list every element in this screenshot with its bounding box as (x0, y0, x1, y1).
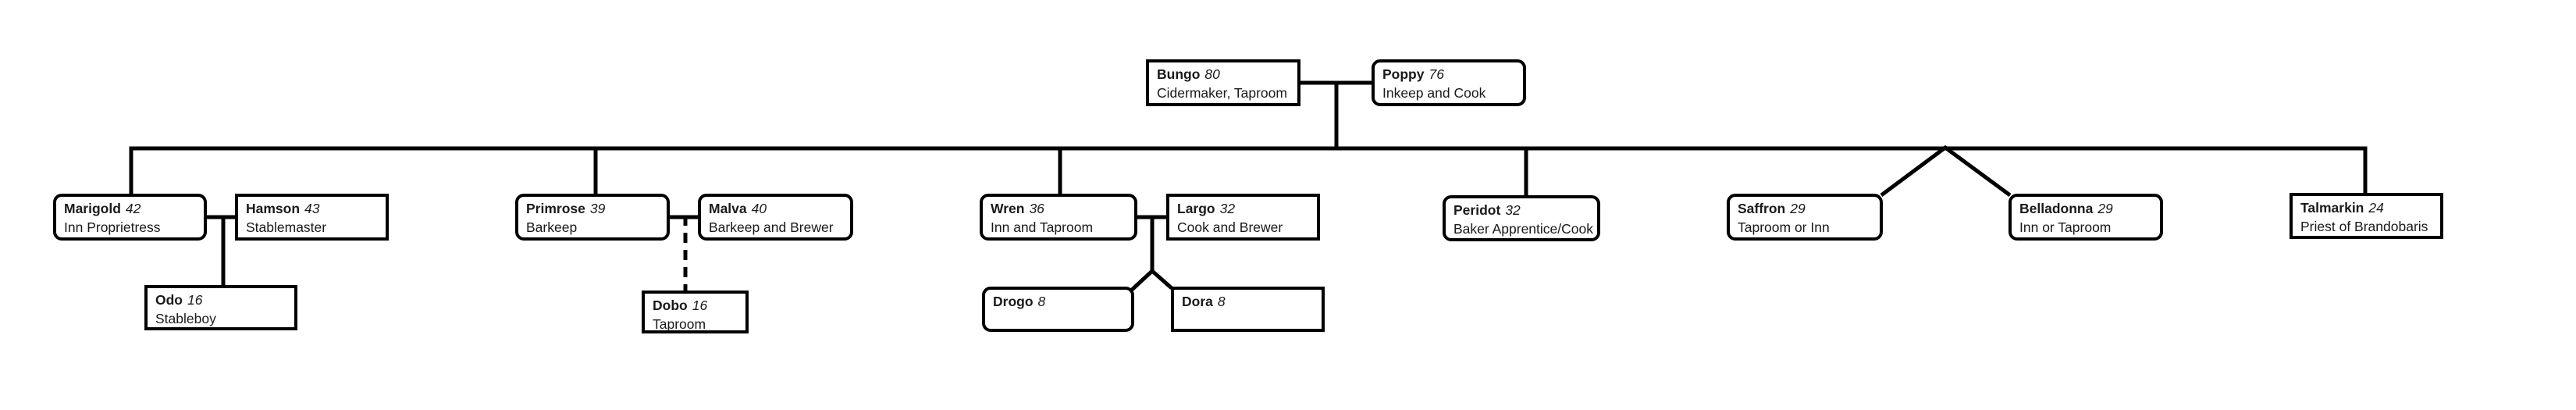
person-role: Cook and Brewer (1177, 219, 1283, 235)
person-age: 40 (751, 201, 767, 216)
person-name-line: Dobo 16 (653, 296, 738, 315)
person-role: Inn or Taproom (2019, 219, 2112, 235)
person-box-marigold: Marigold 42 Inn Proprietress (53, 194, 207, 241)
person-box-primrose: Primrose 39 Barkeep (515, 194, 670, 241)
person-role: Taproom (653, 316, 706, 332)
person-role: Stableboy (155, 311, 216, 326)
person-role: Inn and Taproom (991, 219, 1094, 235)
person-name: Saffron (1738, 201, 1786, 216)
person-age: 32 (1505, 202, 1521, 218)
person-name: Hamson (246, 201, 301, 216)
person-name-line: Primrose 39 (526, 199, 659, 218)
person-age: 43 (304, 201, 320, 216)
person-name: Belladonna (2019, 201, 2094, 216)
person-role: Barkeep (526, 219, 578, 235)
person-age: 32 (1219, 201, 1236, 216)
person-name: Drogo (993, 294, 1034, 309)
person-name: Malva (709, 201, 747, 216)
person-name-line: Marigold 42 (64, 199, 196, 218)
person-box-malva: Malva 40 Barkeep and Brewer (698, 194, 853, 241)
person-age: 8 (1037, 294, 1046, 309)
person-age: 80 (1204, 66, 1220, 82)
person-age: 29 (1790, 201, 1806, 216)
person-role: Inkeep and Cook (1382, 85, 1486, 101)
person-box-dora: Dora 8 (1171, 287, 1325, 332)
person-box-saffron: Saffron 29 Taproom or Inn (1727, 194, 1883, 241)
person-name: Wren (991, 201, 1025, 216)
person-name: Talmarkin (2300, 200, 2364, 216)
person-role: Stablemaster (246, 219, 327, 235)
connector-sibling-spine (129, 146, 2368, 195)
connector-twin-fork-drogo-dora (1130, 268, 1173, 291)
person-box-wren: Wren 36 Inn and Taproom (980, 194, 1137, 241)
person-box-largo: Largo 32 Cook and Brewer (1166, 194, 1320, 241)
person-name-line: Largo 32 (1177, 199, 1309, 218)
person-name-line: Wren 36 (991, 199, 1126, 218)
person-name: Marigold (64, 201, 121, 216)
person-age: 24 (2368, 200, 2384, 216)
person-name: Bungo (1157, 66, 1201, 82)
person-name: Odo (155, 292, 183, 308)
person-name-line: Dora 8 (1182, 292, 1314, 311)
person-age: 42 (125, 201, 141, 216)
person-role: Priest of Brandobaris (2300, 219, 2428, 234)
person-name-line: Malva 40 (709, 199, 842, 218)
person-name: Peridot (1453, 202, 1501, 218)
person-name: Dora (1182, 294, 1213, 309)
connector-twin-fork-saffron-belladonna (1880, 144, 2012, 198)
person-role: Inn Proprietress (64, 219, 161, 235)
person-role: Barkeep and Brewer (709, 219, 834, 235)
person-role: Baker Apprentice/Cook (1453, 221, 1593, 237)
person-age: 8 (1217, 294, 1226, 309)
person-name: Dobo (653, 298, 688, 313)
person-name: Poppy (1382, 66, 1425, 82)
person-age: 16 (187, 292, 203, 308)
person-age: 76 (1429, 66, 1444, 82)
person-age: 29 (2097, 201, 2113, 216)
person-age: 39 (589, 201, 606, 216)
person-name-line: Saffron 29 (1738, 199, 1872, 218)
person-name: Largo (1177, 201, 1215, 216)
person-role: Cidermaker, Taproom (1157, 85, 1287, 101)
person-age: 16 (692, 298, 708, 313)
person-role: Taproom or Inn (1738, 219, 1830, 235)
person-box-dobo: Dobo 16 Taproom (642, 291, 749, 333)
person-age: 36 (1029, 201, 1044, 216)
person-name: Primrose (526, 201, 585, 216)
